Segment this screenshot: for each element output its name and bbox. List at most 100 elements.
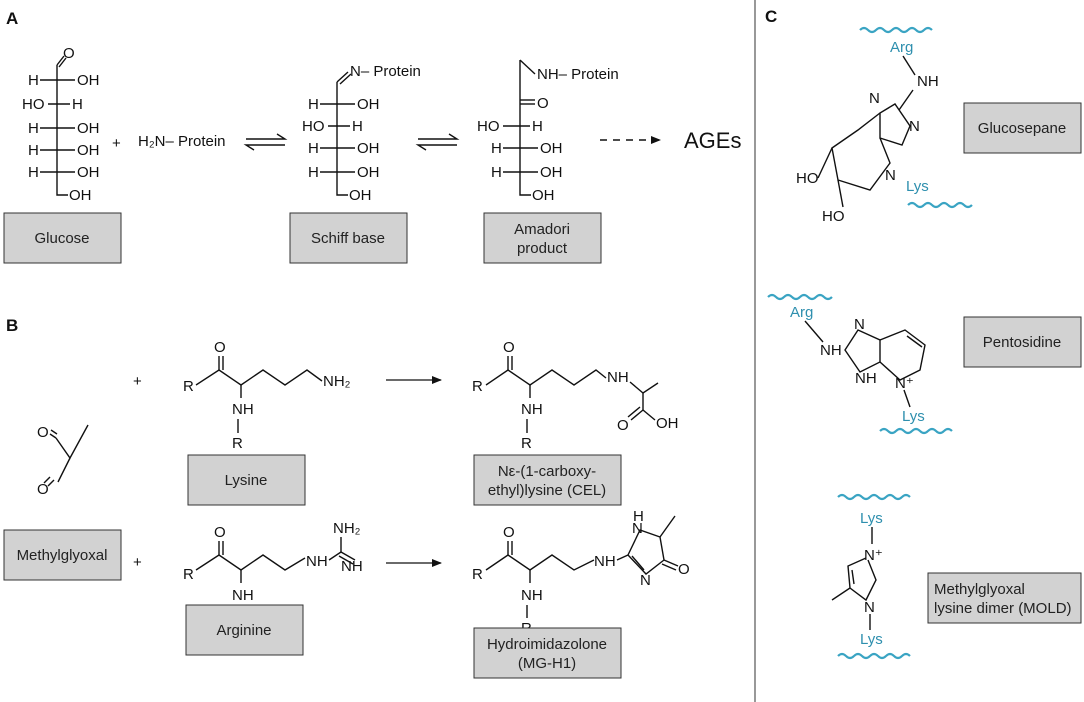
svg-text:R: R (521, 435, 532, 452)
svg-text:OH: OH (357, 164, 380, 181)
panel-a-label: A (6, 9, 18, 28)
svg-text:HO: HO (22, 96, 45, 113)
pentosidine-box (963, 316, 1082, 368)
methylglyoxal-structure: O O (37, 424, 89, 498)
mold-label-line1: Methylglyoxal (934, 581, 1025, 598)
svg-text:O: O (63, 45, 75, 62)
svg-text:O: O (214, 339, 226, 356)
cel-label-line1: Nε-(1-carboxy- (498, 463, 596, 480)
mold-box (927, 572, 1082, 624)
lysine-label: Lysine (225, 472, 268, 489)
svg-text:O: O (537, 95, 549, 112)
mold-structure: Lys N⁺ N Lys (831, 493, 911, 660)
svg-text:Lys: Lys (906, 178, 929, 195)
svg-text:NH₂: NH₂ (333, 520, 361, 537)
svg-text:NH: NH (607, 369, 629, 386)
amadori-structure: NH– Protein O HO H H OH H OH OH (477, 59, 619, 204)
glucosepane-structure: Arg NH N N N Lys HO HO (796, 26, 973, 225)
panel-b-label: B (6, 316, 18, 335)
mold-label-line2: lysine dimer (MOLD) (934, 600, 1072, 617)
mgh1-label-line2: (MG-H1) (518, 655, 576, 672)
amadori-label-line1: Amadori (514, 221, 570, 238)
svg-text:Lys: Lys (860, 510, 883, 527)
svg-text:H: H (72, 96, 83, 113)
svg-text:O: O (37, 481, 49, 498)
svg-text:OH: OH (77, 142, 100, 159)
lysine-box (187, 454, 306, 506)
svg-text:H: H (491, 140, 502, 157)
svg-text:NH: NH (521, 587, 543, 604)
plus-sign-b1: + (133, 373, 142, 390)
arginine-label: Arginine (216, 622, 271, 639)
svg-text:NH: NH (855, 370, 877, 387)
svg-text:NH– Protein: NH– Protein (537, 66, 619, 83)
svg-text:HO: HO (796, 170, 819, 187)
svg-text:OH: OH (77, 120, 100, 137)
svg-text:N: N (869, 90, 880, 107)
svg-text:Arg: Arg (890, 39, 913, 56)
schiff-base-structure: N– Protein H OH HO H H OH H OH OH (302, 63, 421, 204)
mgh1-label-line1: Hydroimidazolone (487, 636, 607, 653)
equilibrium-arrow-1 (243, 133, 288, 151)
svg-text:H: H (532, 118, 543, 135)
svg-text:NH: NH (917, 73, 939, 90)
svg-text:Lys: Lys (902, 408, 925, 425)
lysine-structure: O R NH R NH₂ (183, 339, 351, 452)
svg-text:R: R (232, 435, 243, 452)
pentosidine-structure: Arg NH N NH N⁺ Lys (767, 293, 953, 435)
svg-text:NH: NH (820, 342, 842, 359)
svg-text:N⁺: N⁺ (864, 547, 883, 564)
svg-text:N: N (632, 520, 643, 537)
svg-text:H: H (28, 164, 39, 181)
svg-text:R: R (472, 378, 483, 395)
glucose-structure: O H OH HO H H OH H OH H OH OH (22, 45, 100, 204)
methylglyoxal-label: Methylglyoxal (17, 547, 108, 564)
svg-text:H: H (352, 118, 363, 135)
cel-box (473, 454, 622, 506)
svg-text:OH: OH (77, 164, 100, 181)
glucose-box (3, 212, 122, 264)
svg-text:N: N (909, 118, 920, 135)
svg-text:N: N (640, 572, 651, 589)
svg-text:N: N (864, 599, 875, 616)
svg-text:OH: OH (69, 187, 92, 204)
svg-text:NH₂: NH₂ (323, 373, 351, 390)
svg-text:NH: NH (341, 558, 363, 575)
cel-structure: O R NH R NH O OH (472, 339, 679, 452)
svg-text:O: O (214, 524, 226, 541)
amadori-box (483, 212, 602, 264)
svg-text:H: H (491, 164, 502, 181)
methylglyoxal-box (3, 529, 122, 581)
svg-text:Lys: Lys (860, 631, 883, 648)
svg-text:H: H (28, 142, 39, 159)
svg-text:H: H (633, 508, 644, 525)
svg-text:HO: HO (477, 118, 500, 135)
svg-text:O: O (37, 424, 49, 441)
svg-text:H: H (308, 140, 319, 157)
svg-text:NH: NH (232, 587, 254, 604)
glucosepane-box (963, 102, 1082, 154)
panel-c-label: C (765, 7, 777, 26)
svg-text:OH: OH (349, 187, 372, 204)
equilibrium-arrow-2 (415, 133, 460, 151)
svg-text:OH: OH (532, 187, 555, 204)
amadori-label-line2: product (517, 240, 568, 257)
svg-text:H: H (28, 120, 39, 137)
schiff-base-label: Schiff base (311, 230, 385, 247)
glucosepane-label: Glucosepane (978, 120, 1066, 137)
svg-text:OH: OH (540, 164, 563, 181)
schiff-base-box (289, 212, 408, 264)
ages-label: AGEs (684, 128, 741, 153)
svg-text:R: R (183, 378, 194, 395)
svg-text:OH: OH (77, 72, 100, 89)
svg-text:N⁺: N⁺ (895, 375, 914, 392)
pentosidine-label: Pentosidine (983, 334, 1061, 351)
svg-text:HO: HO (822, 208, 845, 225)
svg-text:NH: NH (594, 553, 616, 570)
svg-text:O: O (617, 417, 629, 434)
glucose-label: Glucose (34, 230, 89, 247)
svg-text:OH: OH (540, 140, 563, 157)
svg-text:H: H (308, 96, 319, 113)
svg-text:R: R (472, 566, 483, 583)
